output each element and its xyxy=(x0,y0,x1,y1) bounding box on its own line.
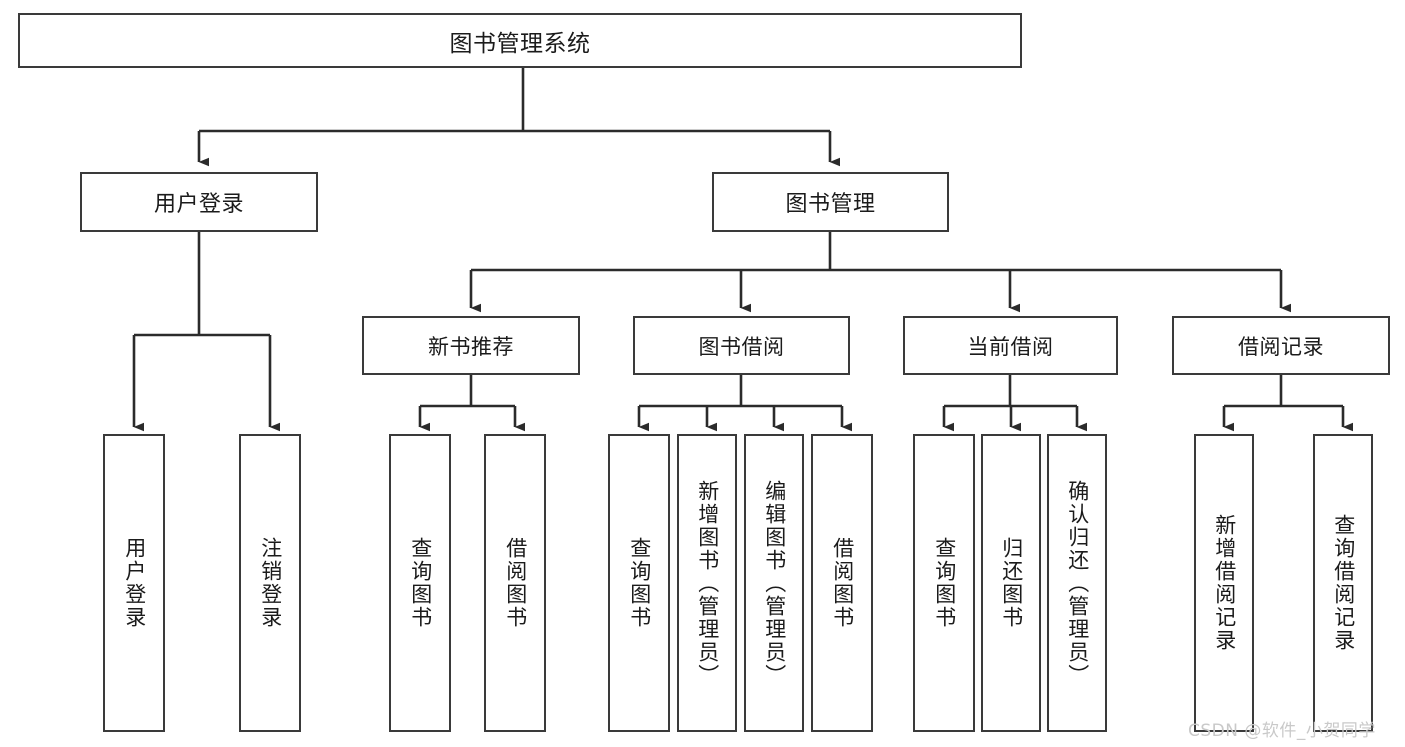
leaf-query-book-borrow[interactable]: 查询图书 xyxy=(608,434,670,732)
node-root-book-management-system[interactable]: 图书管理系统 xyxy=(18,13,1022,68)
leaf-user-login[interactable]: 用户登录 xyxy=(103,434,165,732)
leaf-query-book-newbook[interactable]: 查询图书 xyxy=(389,434,451,732)
leaf-add-borrow-record[interactable]: 新增借阅记录 xyxy=(1194,434,1254,732)
leaf-label: 查询图书 xyxy=(408,537,433,629)
node-borrow-records[interactable]: 借阅记录 xyxy=(1172,316,1390,375)
node-book-borrow[interactable]: 图书借阅 xyxy=(633,316,850,375)
csdn-watermark: CSDN @软件_小贺同学 xyxy=(1188,721,1376,741)
leaf-label: 编辑图书（管理员） xyxy=(762,479,787,687)
leaf-label: 注销登录 xyxy=(258,537,283,629)
node-label: 图书借阅 xyxy=(698,334,785,359)
leaf-add-book-admin[interactable]: 新增图书（管理员） xyxy=(677,434,737,732)
node-new-book-recommend[interactable]: 新书推荐 xyxy=(362,316,580,375)
leaf-borrow-book[interactable]: 借阅图书 xyxy=(811,434,873,732)
node-label: 图书管理系统 xyxy=(449,30,591,57)
node-label: 图书管理 xyxy=(785,192,876,217)
leaf-return-book[interactable]: 归还图书 xyxy=(981,434,1041,732)
node-user-login[interactable]: 用户登录 xyxy=(80,172,318,232)
node-label: 用户登录 xyxy=(153,192,244,217)
leaf-label: 新增借阅记录 xyxy=(1212,514,1237,652)
node-book-management[interactable]: 图书管理 xyxy=(712,172,949,232)
leaf-label: 查询图书 xyxy=(627,537,652,629)
leaf-query-book-current[interactable]: 查询图书 xyxy=(913,434,975,732)
leaf-edit-book-admin[interactable]: 编辑图书（管理员） xyxy=(744,434,804,732)
leaf-label: 查询图书 xyxy=(932,537,957,629)
node-current-borrow[interactable]: 当前借阅 xyxy=(903,316,1118,375)
leaf-label: 查询借阅记录 xyxy=(1331,514,1356,652)
leaf-logout[interactable]: 注销登录 xyxy=(239,434,301,732)
node-label: 当前借阅 xyxy=(967,334,1054,359)
leaf-query-borrow-record[interactable]: 查询借阅记录 xyxy=(1313,434,1373,732)
leaf-label: 新增图书（管理员） xyxy=(695,479,720,687)
leaf-label: 确认归还（管理员） xyxy=(1065,479,1090,687)
leaf-label: 借阅图书 xyxy=(503,537,528,629)
leaf-label: 用户登录 xyxy=(122,537,147,629)
node-label: 借阅记录 xyxy=(1238,334,1324,359)
leaf-label: 归还图书 xyxy=(999,537,1024,629)
node-label: 新书推荐 xyxy=(428,334,514,359)
leaf-borrow-book-newbook[interactable]: 借阅图书 xyxy=(484,434,546,732)
leaf-label: 借阅图书 xyxy=(830,537,855,629)
leaf-confirm-return-admin[interactable]: 确认归还（管理员） xyxy=(1047,434,1107,732)
